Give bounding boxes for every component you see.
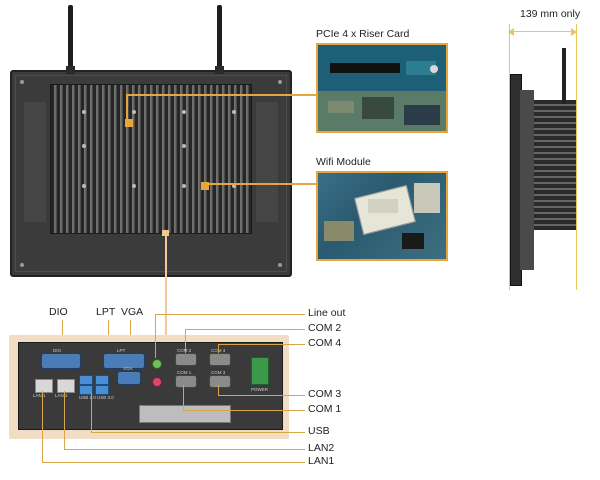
heatsink-icon [50, 84, 252, 234]
heatsink-icon [534, 100, 576, 230]
lan2-label: LAN2 [308, 442, 335, 454]
antenna-icon [68, 5, 73, 73]
lan2-port [57, 379, 75, 393]
com4-label: COM 4 [308, 337, 342, 349]
com2-label: COM 2 [308, 322, 342, 334]
com3-label: COM 3 [308, 388, 342, 400]
power-connector [251, 357, 269, 385]
dio-label: DIO [49, 306, 68, 318]
panel-pc-rear-view [10, 70, 292, 277]
expansion-slot-cover [139, 405, 231, 423]
line-out-label: Line out [308, 307, 346, 319]
com2-port [175, 353, 197, 366]
usb-label: USB [308, 425, 330, 437]
dio-port [41, 353, 81, 369]
usb-port [95, 375, 109, 385]
antenna-icon [217, 5, 222, 73]
antenna-icon [562, 48, 566, 104]
usb-port [79, 375, 93, 385]
com3-port [209, 375, 231, 388]
lpt-port [103, 353, 145, 369]
vga-port [117, 371, 141, 385]
vga-label: VGA [121, 306, 144, 318]
riser-card-label: PCIe 4 x Riser Card [316, 28, 410, 40]
lan1-label: LAN1 [308, 455, 335, 467]
com4-port [209, 353, 231, 366]
lpt-label: LPT [96, 306, 116, 318]
depth-label: 139 mm only [520, 8, 581, 20]
riser-card-photo [316, 43, 448, 133]
usb-port [79, 385, 93, 395]
io-panel: DIO LPT VGA LAN 1 LAN 2 USB 2.0 USB 3.0 … [18, 342, 283, 430]
wifi-module-label: Wifi Module [316, 156, 371, 168]
lan1-port [35, 379, 53, 393]
line-out-jack [152, 359, 162, 369]
com1-port [175, 375, 197, 388]
wifi-module-photo [316, 171, 448, 261]
usb-port [95, 385, 109, 395]
com1-label: COM 1 [308, 403, 342, 415]
